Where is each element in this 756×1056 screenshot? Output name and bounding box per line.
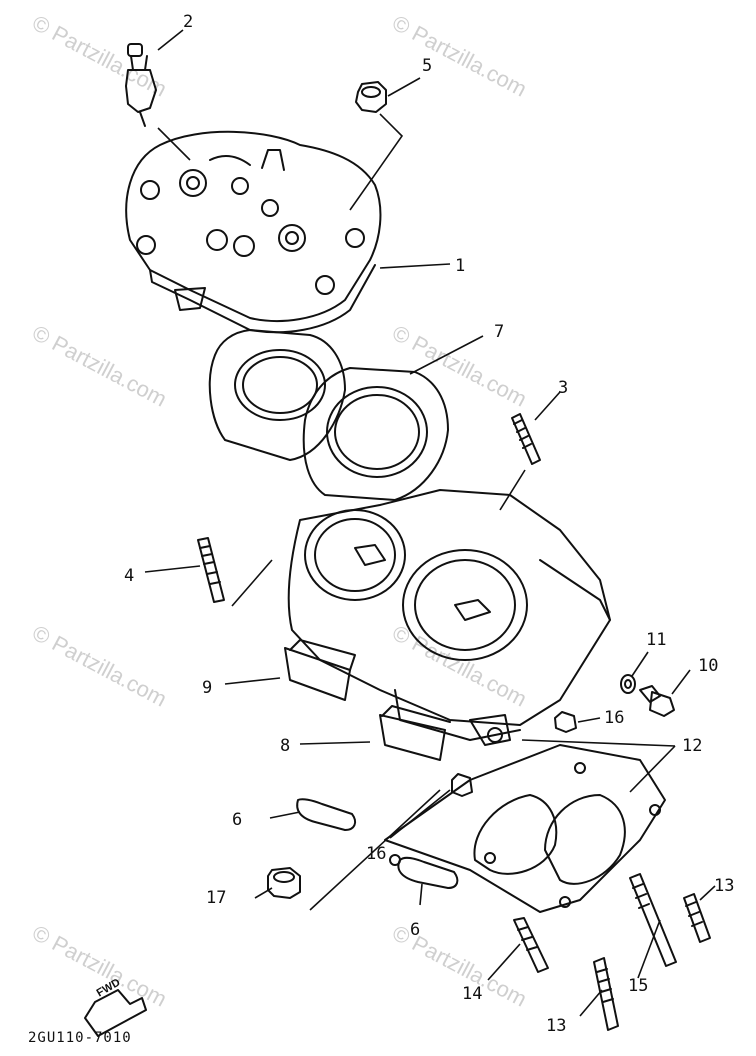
callout-16: 16 xyxy=(366,844,387,864)
stud-bolt xyxy=(511,413,541,465)
callout-6: 6 xyxy=(410,920,421,940)
callout-9: 9 xyxy=(202,678,213,698)
nut xyxy=(355,81,387,113)
callout-1: 1 xyxy=(455,256,466,276)
spark-plug xyxy=(125,43,157,127)
stud-bolt xyxy=(593,957,619,1031)
dowel-pin xyxy=(554,711,577,733)
callout-13: 13 xyxy=(714,876,735,896)
washer xyxy=(620,674,636,694)
callout-17: 17 xyxy=(206,888,227,908)
stud-bolt xyxy=(513,917,549,973)
callout-3: 3 xyxy=(558,378,569,398)
callout-16: 16 xyxy=(604,708,625,728)
callout-8: 8 xyxy=(280,736,291,756)
stud-bolt xyxy=(683,893,711,943)
callout-7: 7 xyxy=(494,322,505,342)
callout-2: 2 xyxy=(183,12,194,32)
fwd-arrow-icon xyxy=(84,989,147,1037)
intake-manifold xyxy=(284,639,356,701)
stud-bolt xyxy=(197,537,225,603)
seal xyxy=(296,798,357,831)
callout-4: 4 xyxy=(124,566,135,586)
callout-13: 13 xyxy=(546,1016,567,1036)
callout-6: 6 xyxy=(232,810,243,830)
seal xyxy=(397,856,459,889)
cylinder-block xyxy=(287,489,611,746)
diagram-code: 2GU110-7010 xyxy=(28,1030,132,1046)
stud-bolt xyxy=(629,873,677,967)
drain-bolt xyxy=(639,685,675,717)
intake-manifold xyxy=(379,705,451,761)
nut xyxy=(267,867,301,899)
leader-lines xyxy=(144,29,716,1017)
callout-11: 11 xyxy=(646,630,667,650)
callout-5: 5 xyxy=(422,56,433,76)
head-gasket-left xyxy=(208,329,346,461)
callout-12: 12 xyxy=(682,736,703,756)
head-gasket-right xyxy=(302,367,449,501)
callout-15: 15 xyxy=(628,976,649,996)
callout-10: 10 xyxy=(698,656,719,676)
callout-14: 14 xyxy=(462,984,483,1004)
cylinder-head xyxy=(125,130,382,334)
dowel-pin xyxy=(451,773,473,797)
